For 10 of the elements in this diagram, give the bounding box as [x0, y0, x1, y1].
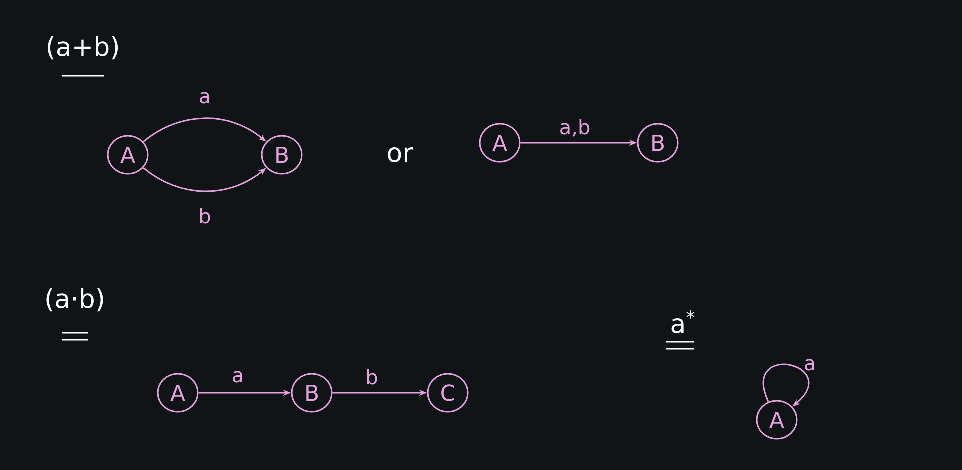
edge-label: b — [200, 208, 210, 224]
expression-label: (a+b) — [48, 36, 118, 60]
edge-label: a,b — [560, 119, 590, 137]
edge-label: a — [233, 371, 242, 383]
edge-label: a — [805, 359, 814, 371]
expression-label: (a·b) — [46, 288, 104, 312]
expression-label: or — [388, 148, 414, 162]
expression-label: a$^{*}$ — [672, 310, 695, 334]
edge-label: a — [200, 92, 210, 104]
edge-label: b — [367, 369, 378, 385]
